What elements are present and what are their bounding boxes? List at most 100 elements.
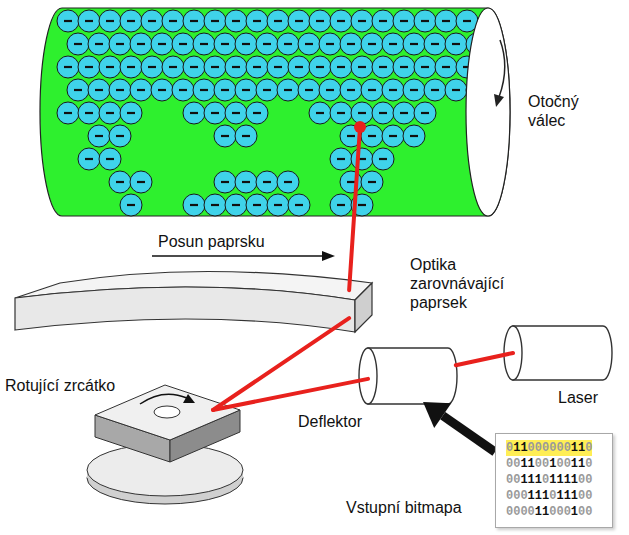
charge [393,102,415,124]
charge-circle [403,125,425,147]
charge [99,10,121,32]
charge [120,102,142,124]
minus-sign [452,89,460,91]
charge [130,171,152,193]
minus-sign [274,66,282,68]
charge [403,33,425,55]
charge-circle [99,102,121,124]
cylinder-end [359,348,377,404]
charge-circle [183,10,205,32]
charge [120,194,142,216]
minus-sign [337,204,345,206]
charge [109,79,131,101]
charge [298,33,320,55]
charge-circle [78,10,100,32]
component-shape [40,5,512,220]
charge-circle [340,125,362,147]
charge [141,56,163,78]
signal-arrow [443,416,495,452]
minus-sign [337,158,345,160]
bitmap-box: Vstupní bitmapa0110000001100011001001100… [495,433,613,528]
charge [319,79,341,101]
charge [267,56,289,78]
minus-sign [64,20,72,22]
charge-circle [235,171,257,193]
component-shape [15,255,377,335]
component: Optika zarovnávající paprsek [15,255,377,335]
charge [78,102,100,124]
charge [435,56,457,78]
charge-circle [277,79,299,101]
minus-sign [400,112,408,114]
minus-sign [137,43,145,45]
bitmap-row: 001100100110 [506,456,592,472]
charge [246,102,268,124]
minus-sign [221,135,229,137]
minus-sign [410,43,418,45]
charge [288,56,310,78]
minus-sign [347,43,355,45]
charge-circle [393,56,415,78]
charge-circle [130,33,152,55]
charge-circle [225,194,247,216]
minus-sign [200,43,208,45]
charge-circle [99,10,121,32]
charge-circle [330,10,352,32]
charge [246,194,268,216]
charge-group [57,10,488,216]
charge [340,171,362,193]
minus-sign [326,43,334,45]
charge [277,171,299,193]
minus-sign [274,204,282,206]
charge-circle [277,33,299,55]
component: Otočný válec [40,5,512,220]
charge [351,10,373,32]
charge [435,10,457,32]
charge-circle [246,56,268,78]
minus-sign [368,181,376,183]
charge-circle [435,10,457,32]
charge [403,125,425,147]
minus-sign [64,112,72,114]
charge [88,125,110,147]
charge [309,56,331,78]
charge-circle [246,102,268,124]
mirror-top [95,385,240,440]
minus-sign [421,112,429,114]
minus-sign [211,20,219,22]
charge [351,148,373,170]
charge [246,10,268,32]
minus-sign [274,20,282,22]
charge-circle [183,102,205,124]
charge [256,79,278,101]
minus-sign [379,112,387,114]
rotation-arrow-head [183,394,195,403]
minus-sign [316,112,324,114]
minus-sign [295,20,303,22]
component-label: Rotující zrcátko [5,376,145,395]
charge [424,79,446,101]
charge [204,10,226,32]
bitmap-row: 001110111100 [506,472,592,488]
minus-sign [242,89,250,91]
charge [414,10,436,32]
charge-circle [351,102,373,124]
connector-group [423,402,495,452]
minus-sign [452,43,460,45]
charge-circle [393,10,415,32]
charge [361,125,383,147]
minus-sign [95,43,103,45]
minus-sign [242,181,250,183]
minus-sign [85,66,93,68]
charge [288,194,310,216]
charge-circle [414,102,436,124]
minus-sign [211,204,219,206]
charge [67,79,89,101]
charge [162,10,184,32]
minus-sign [200,89,208,91]
minus-sign [158,43,166,45]
charge-circle [214,33,236,55]
charge-circle [120,194,142,216]
charge [67,33,89,55]
charge [361,33,383,55]
